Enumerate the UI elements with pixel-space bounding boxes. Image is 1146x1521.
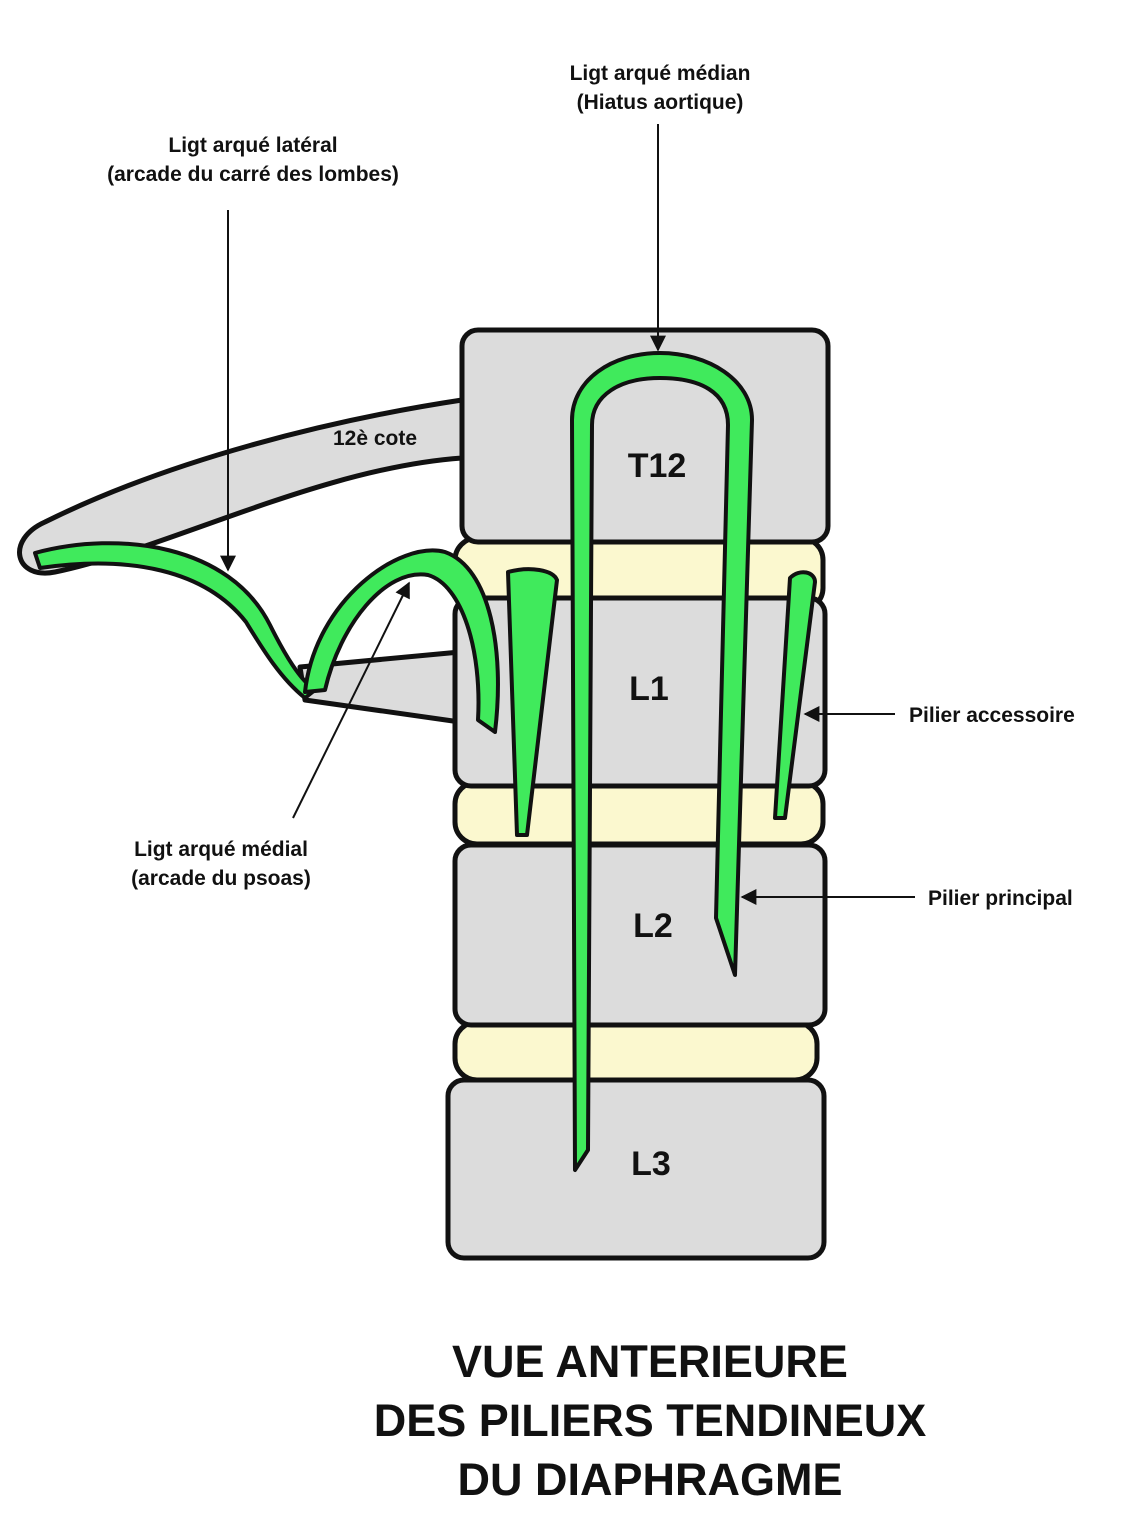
vertebra-l3 (445, 1077, 827, 1261)
title-line-2: DES PILIERS TENDINEUX (374, 1395, 927, 1446)
lateral-arcuate-ligament (33, 541, 317, 700)
title-line-1: VUE ANTERIEURE (452, 1336, 848, 1387)
median-arcuate-label-line1: Ligt arqué médian (570, 62, 751, 85)
main-crus (570, 351, 754, 1172)
left-accessory-crus (506, 567, 559, 837)
median-arcuate-label-line2: (Hiatus aortique) (577, 91, 744, 114)
title-line-3: DU DIAPHRAGME (457, 1454, 842, 1505)
disc-l2-l3 (452, 1019, 820, 1083)
pointer-medial-arcuate (292, 581, 410, 819)
lateral-arcuate-label-line1: Ligt arqué latéral (168, 134, 337, 157)
main-crus-label: Pilier principal (928, 887, 1073, 910)
accessory-crus-label: Pilier accessoire (909, 704, 1075, 727)
vertebra-label-t12: T12 (628, 447, 687, 485)
vertebra-label-l3: L3 (631, 1145, 671, 1183)
right-accessory-crus (773, 570, 817, 820)
medial-arcuate-label-line1: Ligt arqué médial (134, 838, 308, 861)
vertebra-label-l2: L2 (633, 907, 673, 945)
disc-l1-l2 (452, 779, 826, 847)
medial-arcuate-ligament (303, 548, 500, 734)
rib-label: 12è cote (333, 427, 417, 450)
rib-12 (17, 397, 465, 576)
medial-arcuate-label-line2: (arcade du psoas) (131, 867, 311, 890)
vertebra-label-l1: L1 (629, 670, 669, 708)
lateral-arcuate-label-line2: (arcade du carré des lombes) (107, 163, 399, 186)
